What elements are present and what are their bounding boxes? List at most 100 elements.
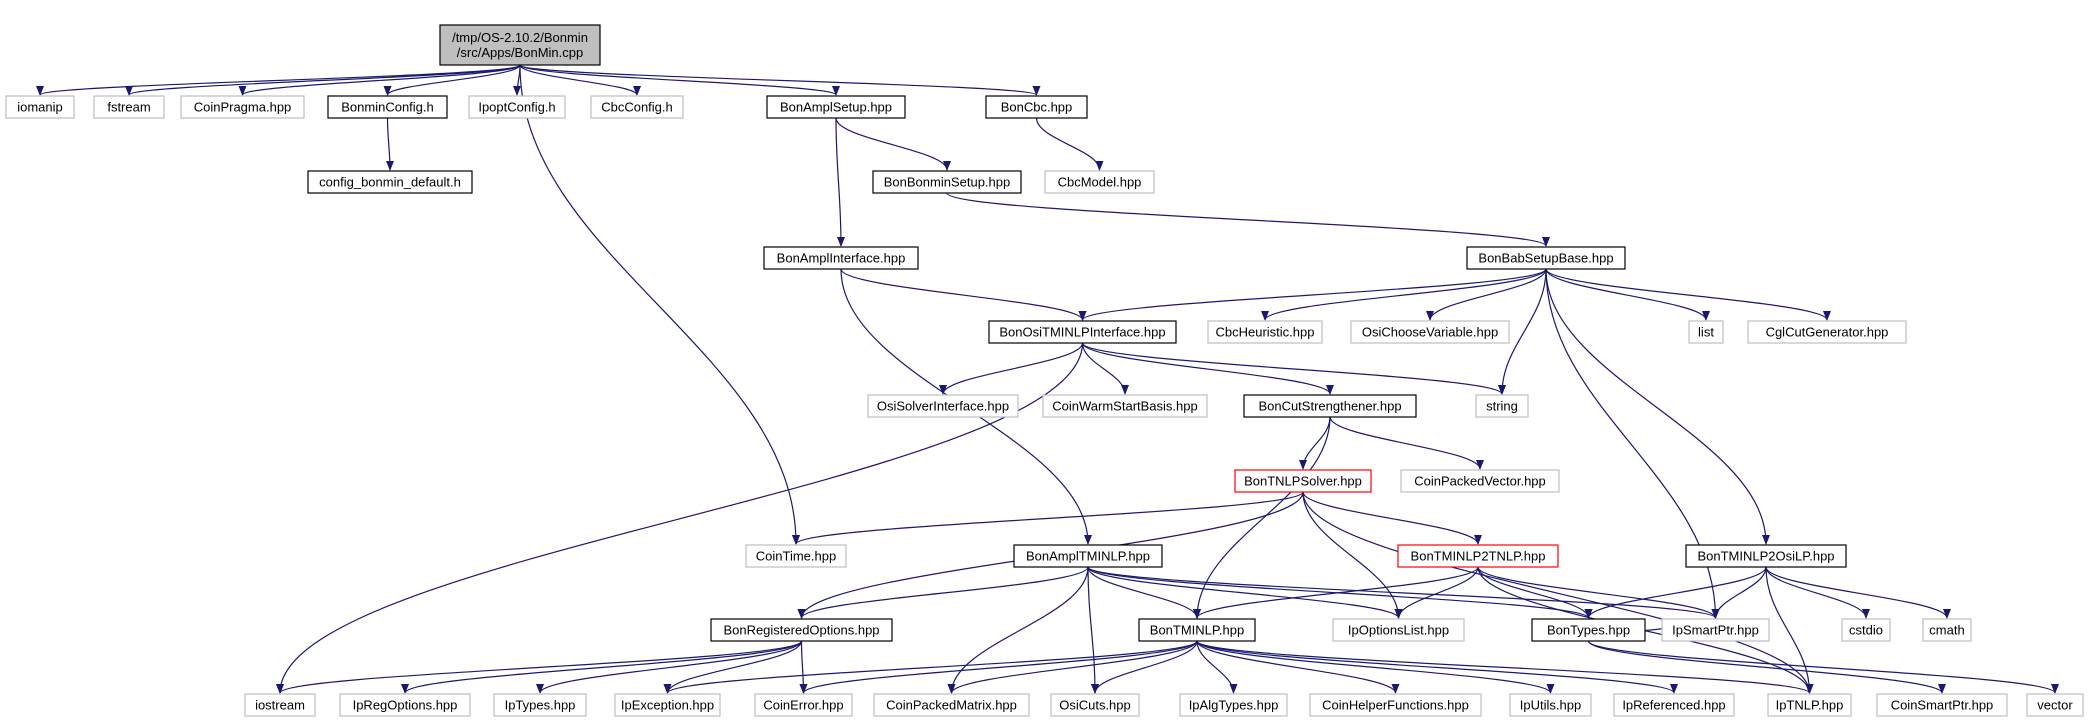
node-fstream: fstream <box>93 95 165 119</box>
node-coinpackedmatrix: CoinPackedMatrix.hpp <box>873 693 1030 717</box>
node-box-osisolver <box>867 394 1019 418</box>
nodes-layer: /tmp/OS-2.10.2/Bonmin/src/Apps/BonMin.cp… <box>5 24 2084 717</box>
node-box-coinpackedvector <box>1400 469 1560 493</box>
node-label-bontminlp: BonTMINLP.hpp <box>1150 623 1244 638</box>
edge-bonbabsetupbase-to-cbcheuristic <box>1261 268 1547 321</box>
edge-bontminlp2osilp-to-cmath <box>1765 566 1951 619</box>
node-box-boncbc <box>985 95 1088 119</box>
edge-bontminlp2tnlp-to-bontypes <box>1477 566 1593 619</box>
node-label-bonamplinterface: BonAmplInterface.hpp <box>777 251 906 266</box>
node-bontminlp[interactable]: BonTMINLP.hpp <box>1138 618 1256 642</box>
node-bonamplsetup[interactable]: BonAmplSetup.hpp <box>766 95 906 119</box>
node-boncbc[interactable]: BonCbc.hpp <box>985 95 1088 119</box>
node-bonbonminsetup[interactable]: BonBonminSetup.hpp <box>872 170 1022 194</box>
edge-bonbabsetupbase-to-string <box>1498 268 1547 395</box>
node-box-coinhelper <box>1309 693 1482 717</box>
node-bontminlp2osilp[interactable]: BonTMINLP2OsiLP.hpp <box>1685 544 1847 568</box>
node-root[interactable]: /tmp/OS-2.10.2/Bonmin/src/Apps/BonMin.cp… <box>439 24 601 66</box>
node-label-cbcconfig: CbcConfig.h <box>601 100 673 115</box>
node-box-string <box>1475 394 1529 418</box>
edge-bonregopts-to-iostream <box>276 640 803 694</box>
node-label-bontnlpsolver: BonTNLPSolver.hpp <box>1244 474 1362 489</box>
node-box-osichoose <box>1350 320 1510 344</box>
node-label-vector: vector <box>2037 698 2073 713</box>
node-label-coinhelper: CoinHelperFunctions.hpp <box>1322 698 1469 713</box>
edge-bontnlpsolver-to-cointime <box>792 491 1304 545</box>
node-box-configdefault <box>307 170 473 194</box>
node-bonampltminlp[interactable]: BonAmplTMINLP.hpp <box>1013 544 1163 568</box>
node-box-coinpragma <box>180 95 305 119</box>
node-label-coinsmartptr: CoinSmartPtr.hpp <box>1891 698 1994 713</box>
edge-bonregopts-to-ipexception <box>663 640 803 694</box>
edge-bontnlpsolver-to-iptnlp <box>1302 491 1814 694</box>
edge-bonamplsetup-to-bonamplinterface <box>835 117 845 247</box>
node-label-ipoptconfig: IpoptConfig.h <box>478 100 555 115</box>
node-string: string <box>1475 394 1529 418</box>
node-box-cbcconfig <box>590 95 684 119</box>
node-cbcheuristic: CbcHeuristic.hpp <box>1207 320 1323 344</box>
edge-bonamplinterface-to-bonositminlp <box>840 268 1087 321</box>
edge-bontminlp2tnlp-to-bontminlp <box>1193 566 1479 619</box>
node-bonminconfig[interactable]: BonminConfig.h <box>327 95 448 119</box>
node-ipoptionslist: IpOptionsList.hpp <box>1332 618 1465 642</box>
node-bontminlp2tnlp[interactable]: BonTMINLP2TNLP.hpp <box>1397 544 1559 568</box>
node-bonbabsetupbase[interactable]: BonBabSetupBase.hpp <box>1466 246 1626 270</box>
edge-bontnlpsolver-to-bontminlp2tnlp <box>1302 491 1482 545</box>
edge-bonositminlp-to-string <box>1081 342 1506 395</box>
edge-bontypes-to-vector <box>1587 640 2059 694</box>
node-configdefault[interactable]: config_bonmin_default.h <box>307 170 473 194</box>
node-label-coinerror: CoinError.hpp <box>763 698 843 713</box>
node-label-iptnlp: IpTNLP.hpp <box>1776 698 1844 713</box>
edge-bonositminlp-to-boncutstr <box>1081 342 1334 395</box>
edge-bontminlp-to-coinerror <box>799 640 1198 694</box>
edge-bonminconfig-to-configdefault <box>385 117 394 171</box>
edge-bontminlp-to-ipalgtypes <box>1196 640 1238 694</box>
node-box-bontypes <box>1531 618 1646 642</box>
node-label-osichoose: OsiChooseVariable.hpp <box>1362 325 1498 340</box>
node-box-cbcheuristic <box>1207 320 1323 344</box>
edge-bontminlp-to-iputils <box>1196 640 1555 694</box>
node-bonregopts[interactable]: BonRegisteredOptions.hpp <box>710 618 893 642</box>
edge-bontminlp2tnlp-to-ipsmartptr <box>1477 566 1720 619</box>
node-label-cbcheuristic: CbcHeuristic.hpp <box>1216 325 1315 340</box>
node-label-bonbonminsetup: BonBonminSetup.hpp <box>884 175 1010 190</box>
node-iomanip: iomanip <box>5 95 75 119</box>
node-box-cbcmodel <box>1044 170 1155 194</box>
edges-layer <box>36 64 2059 694</box>
node-bonamplinterface[interactable]: BonAmplInterface.hpp <box>763 246 919 270</box>
node-label-root: /tmp/OS-2.10.2/Bonmin <box>452 30 588 45</box>
node-label-boncbc: BonCbc.hpp <box>1001 100 1073 115</box>
node-cbcmodel: CbcModel.hpp <box>1044 170 1155 194</box>
edge-bonregopts-to-ipregoptions <box>401 640 803 694</box>
node-box-boncutstr <box>1243 394 1417 418</box>
node-box-ipsmartptr <box>1661 618 1770 642</box>
node-boncutstr[interactable]: BonCutStrengthener.hpp <box>1243 394 1417 418</box>
node-label-iputils: IpUtils.hpp <box>1520 698 1581 713</box>
edge-bontypes-to-coinsmartptr <box>1587 640 1946 694</box>
node-bonositminlp[interactable]: BonOsiTMINLPInterface.hpp <box>988 320 1177 344</box>
node-cmath: cmath <box>1922 618 1972 642</box>
node-label-cmath: cmath <box>1929 623 1964 638</box>
node-label-bonositminlp: BonOsiTMINLPInterface.hpp <box>999 325 1165 340</box>
node-list: list <box>1688 320 1724 344</box>
edge-root-to-bonamplsetup <box>519 64 840 96</box>
node-bontnlpsolver[interactable]: BonTNLPSolver.hpp <box>1234 469 1372 493</box>
node-label-list: list <box>1698 325 1714 340</box>
node-label-ipregoptions: IpRegOptions.hpp <box>353 698 458 713</box>
node-box-coinwarm <box>1042 394 1208 418</box>
edge-bontminlp-to-ipreferenced <box>1196 640 1678 694</box>
node-coinsmartptr: CoinSmartPtr.hpp <box>1876 693 2008 717</box>
node-label-osisolver: OsiSolverInterface.hpp <box>877 399 1009 414</box>
node-bontypes[interactable]: BonTypes.hpp <box>1531 618 1646 642</box>
node-cointime: CoinTime.hpp <box>745 544 847 568</box>
edge-bonampltminlp-to-osicuts <box>1087 566 1099 694</box>
edge-bontminlp2tnlp-to-ipoptionslist <box>1394 566 1479 619</box>
node-label-coinwarm: CoinWarmStartBasis.hpp <box>1052 399 1197 414</box>
node-box-cmath <box>1922 618 1972 642</box>
edge-bonampltminlp-to-ipoptionslist <box>1087 566 1403 619</box>
edge-bontminlp-to-osicuts <box>1091 640 1198 694</box>
node-box-iomanip <box>5 95 75 119</box>
edge-root-to-fstream <box>125 64 521 96</box>
node-label-coinpackedvector: CoinPackedVector.hpp <box>1414 474 1546 489</box>
